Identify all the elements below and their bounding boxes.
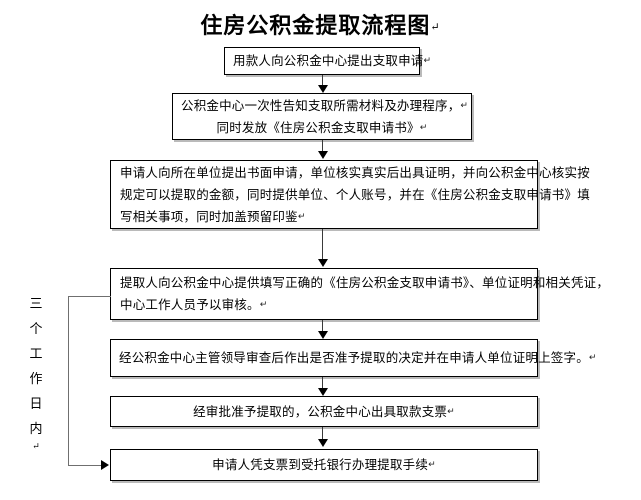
side-label-char: 日 [29,397,43,412]
three-working-days-label: 三 个 工 作 日 内 ↵ [24,292,48,452]
connector-5-6-arrowhead-icon [318,388,328,396]
page-title-text: 住房公积金提取流程图 [200,13,431,39]
side-label-char: 工 [29,347,43,362]
connector-1-2-line [322,75,323,86]
flow-node-line: 用款人向公积金中心提出支取申请↵ [233,53,432,68]
connector-2-3-line [322,140,323,152]
bracket-vertical-segment [68,296,69,465]
flow-node-written-application-to-employer[interactable]: 申请人向所在单位提出书面申请，单位核实真实后出具证明，并向公积金中心核实按 规定… [110,160,590,229]
connector-6-7-arrowhead-icon [318,439,328,447]
flow-node-apply-to-fund-center[interactable]: 用款人向公积金中心提出支取申请↵ [224,47,432,75]
connector-2-3-arrowhead-icon [318,151,328,159]
side-label-char: 作 [29,372,43,387]
flow-node-line: 经审批准予提取的，公积金中心出具取款支票↵ [193,403,455,419]
flow-node-line: 写相关事项，同时加盖预留印鉴↵ [120,208,306,224]
connector-5-6-line [322,377,323,389]
flow-node-line: 申请人向所在单位提出书面申请，单位核实真实后出具证明，并向公积金中心核实按 [120,164,590,180]
connector-4-5-arrowhead-icon [318,331,328,339]
connector-1-2-arrowhead-icon [318,85,328,93]
flow-node-line: 公积金中心一次性告知支取所需材料及办理程序，↵ [181,97,469,113]
flow-node-line: 申请人凭支票到受托银行办理提取手续↵ [212,457,436,472]
flow-node-line: 提取人向公积金中心提供填写正确的《住房公积金支取申请书》、单位证明和相关凭证， [120,275,610,290]
bracket-bottom-segment [68,465,103,466]
flow-node-line: 经公积金中心主管领导审查后作出是否准予提取的决定并在申请人单位证明上签字。↵ [119,350,597,365]
flow-node-submit-documents-for-review[interactable]: 提取人向公积金中心提供填写正确的《住房公积金支取申请书》、单位证明和相关凭证， … [110,268,610,320]
flow-node-leader-approval-and-signature[interactable]: 经公积金中心主管领导审查后作出是否准予提取的决定并在申请人单位证明上签字。↵ [110,339,597,377]
flow-node-issue-withdrawal-cheque[interactable]: 经审批准予提取的，公积金中心出具取款支票↵ [110,396,538,427]
connector-4-5-line [322,320,323,332]
connector-3-4-line [322,229,323,260]
page-title: 住房公积金提取流程图↵ [0,8,641,40]
connector-3-4-arrowhead-icon [318,259,328,267]
flow-node-line: 规定可以提取的金额，同时提供单位、个人账号，并在《住房公积金支取申请书》填 [120,186,590,202]
paragraph-mark-icon: ↵ [430,20,441,34]
side-label-char: 个 [29,322,43,337]
connector-6-7-line [322,427,323,440]
flow-node-center-informs-materials[interactable]: 公积金中心一次性告知支取所需材料及办理程序，↵ 同时发放《住房公积金支取申请书》… [172,93,472,140]
flow-node-bank-withdrawal-procedure[interactable]: 申请人凭支票到受托银行办理提取手续↵ [110,449,538,481]
bracket-top-segment [68,296,111,297]
side-label-char: 三 [29,297,43,312]
flow-node-line: 中心工作人员予以审核。↵ [120,297,268,312]
bracket-arrowhead-icon [101,460,109,470]
flow-node-line: 同时发放《住房公积金支取申请书》↵ [216,119,428,135]
side-label-char: 内 [29,422,43,437]
side-label-paragraph-mark-icon: ↵ [32,442,40,452]
